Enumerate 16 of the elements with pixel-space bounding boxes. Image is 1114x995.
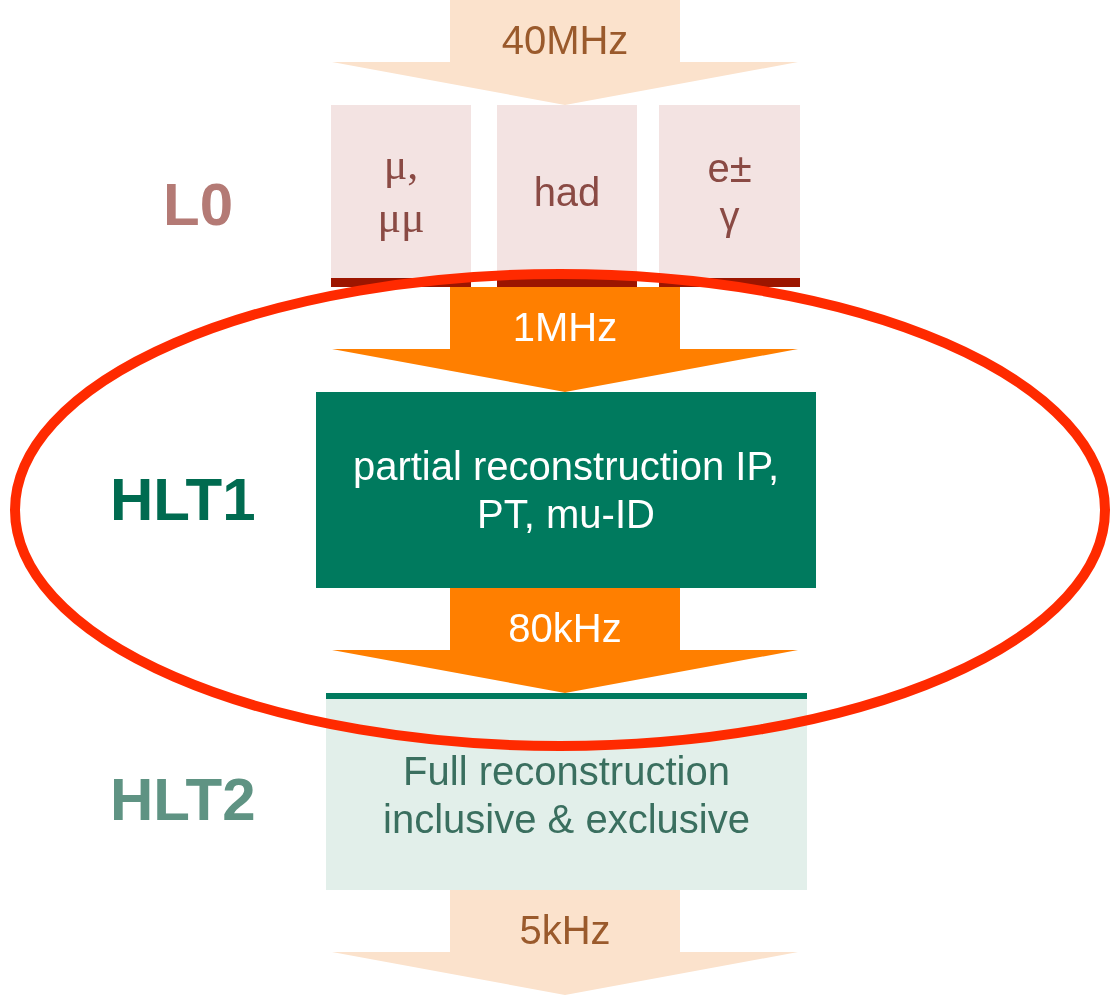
block-arrow bbox=[332, 588, 798, 693]
level-label: L0 bbox=[163, 175, 234, 235]
block-arrow bbox=[332, 890, 798, 995]
edge-label: 1MHz bbox=[512, 307, 618, 347]
process-box: e± γ bbox=[659, 105, 800, 287]
process-box: partial reconstruction IP, PT, mu-ID bbox=[316, 392, 816, 588]
edge-label: 40MHz bbox=[501, 20, 629, 60]
process-box: Full reconstruction inclusive & exclusive bbox=[326, 693, 807, 890]
level-label: HLT2 bbox=[110, 770, 256, 830]
block-arrow bbox=[332, 287, 798, 392]
level-label: HLT1 bbox=[110, 470, 256, 530]
edge-label: 5kHz bbox=[519, 910, 611, 950]
block-arrow bbox=[332, 0, 798, 105]
edge-label: 80kHz bbox=[508, 608, 622, 648]
process-box: had bbox=[497, 105, 637, 287]
process-box: μ, μμ bbox=[331, 105, 471, 287]
